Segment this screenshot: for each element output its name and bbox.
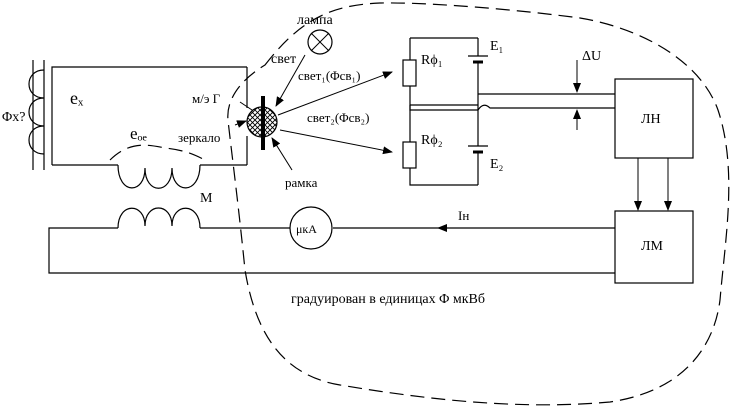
- light-ray-1: [277, 71, 393, 116]
- coil-m-label: M: [200, 191, 213, 206]
- eoc-label: eₒₑ: [130, 124, 147, 143]
- delta-u-label: ΔU: [582, 49, 601, 64]
- light-ray-2: [279, 129, 393, 155]
- lamp-light-ray: [275, 54, 306, 107]
- measurement-coil-m: [117, 207, 201, 229]
- ln-label: ЛН: [641, 112, 661, 127]
- amplifier-lm-box: [614, 210, 694, 284]
- light1-label: свет₁(Φсв₁): [298, 68, 360, 83]
- r1-label: Rϕ₁: [421, 53, 443, 68]
- galvanometer-label: м/э Г: [192, 91, 221, 106]
- light2-label: свет₂(Φсв₂): [307, 110, 369, 125]
- test-coil: [28, 60, 45, 170]
- bridge-output-wires: [409, 93, 615, 111]
- photoresistor-bridge: [402, 37, 488, 186]
- mirror-galvanometer: [246, 96, 278, 150]
- lamp-label: лампа: [297, 13, 334, 28]
- e2-label: E₂: [490, 157, 504, 172]
- feedback-coil-dashes: [109, 144, 206, 161]
- lower-loop-wire: [48, 227, 615, 274]
- e1-label: E₁: [490, 39, 503, 54]
- galvanometer-label-line: [239, 101, 253, 111]
- r2-label: Rϕ₂: [421, 133, 443, 148]
- feedback-coil: [117, 164, 201, 189]
- main-loop-wire: [51, 66, 248, 166]
- amplifier-ln-box: [614, 78, 694, 159]
- graduation-note: градуирован в единицах Φ мкВб: [291, 292, 485, 307]
- microammeter-label: μкА: [296, 222, 317, 236]
- lamp-symbol: [307, 29, 333, 55]
- mirror-arrow: [234, 120, 247, 128]
- microammeter: [289, 206, 333, 250]
- dashed-boundary: [227, 2, 730, 406]
- lm-label: ЛМ: [641, 239, 663, 254]
- frame-label: рамка: [285, 175, 318, 190]
- flux-label: Φх?: [2, 110, 25, 125]
- current-in-label: Iн: [458, 208, 469, 223]
- light-label: свет: [271, 52, 296, 67]
- mirror-label: зеркало: [178, 130, 220, 145]
- frame-arrow: [271, 137, 293, 171]
- ex-label: eₓ: [70, 88, 84, 108]
